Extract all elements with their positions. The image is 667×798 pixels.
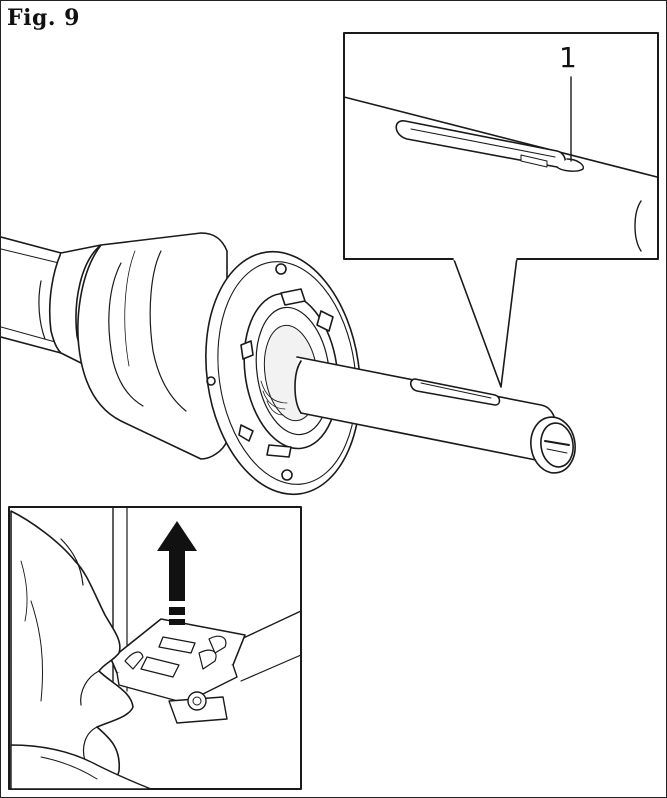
first-collar	[48, 252, 62, 354]
bolt-hole	[281, 469, 293, 481]
callout-number: 1	[559, 41, 577, 74]
bolt-hole	[206, 376, 216, 386]
detail-callout	[343, 32, 659, 388]
callout-pointer	[452, 256, 518, 388]
up-arrow-icon	[157, 521, 197, 625]
detent-hole	[556, 158, 584, 172]
figure-label: Fig. 9	[7, 5, 80, 31]
lever-inset	[8, 506, 302, 790]
bolt-hole	[275, 263, 287, 275]
shaft-assembly	[1, 232, 576, 496]
